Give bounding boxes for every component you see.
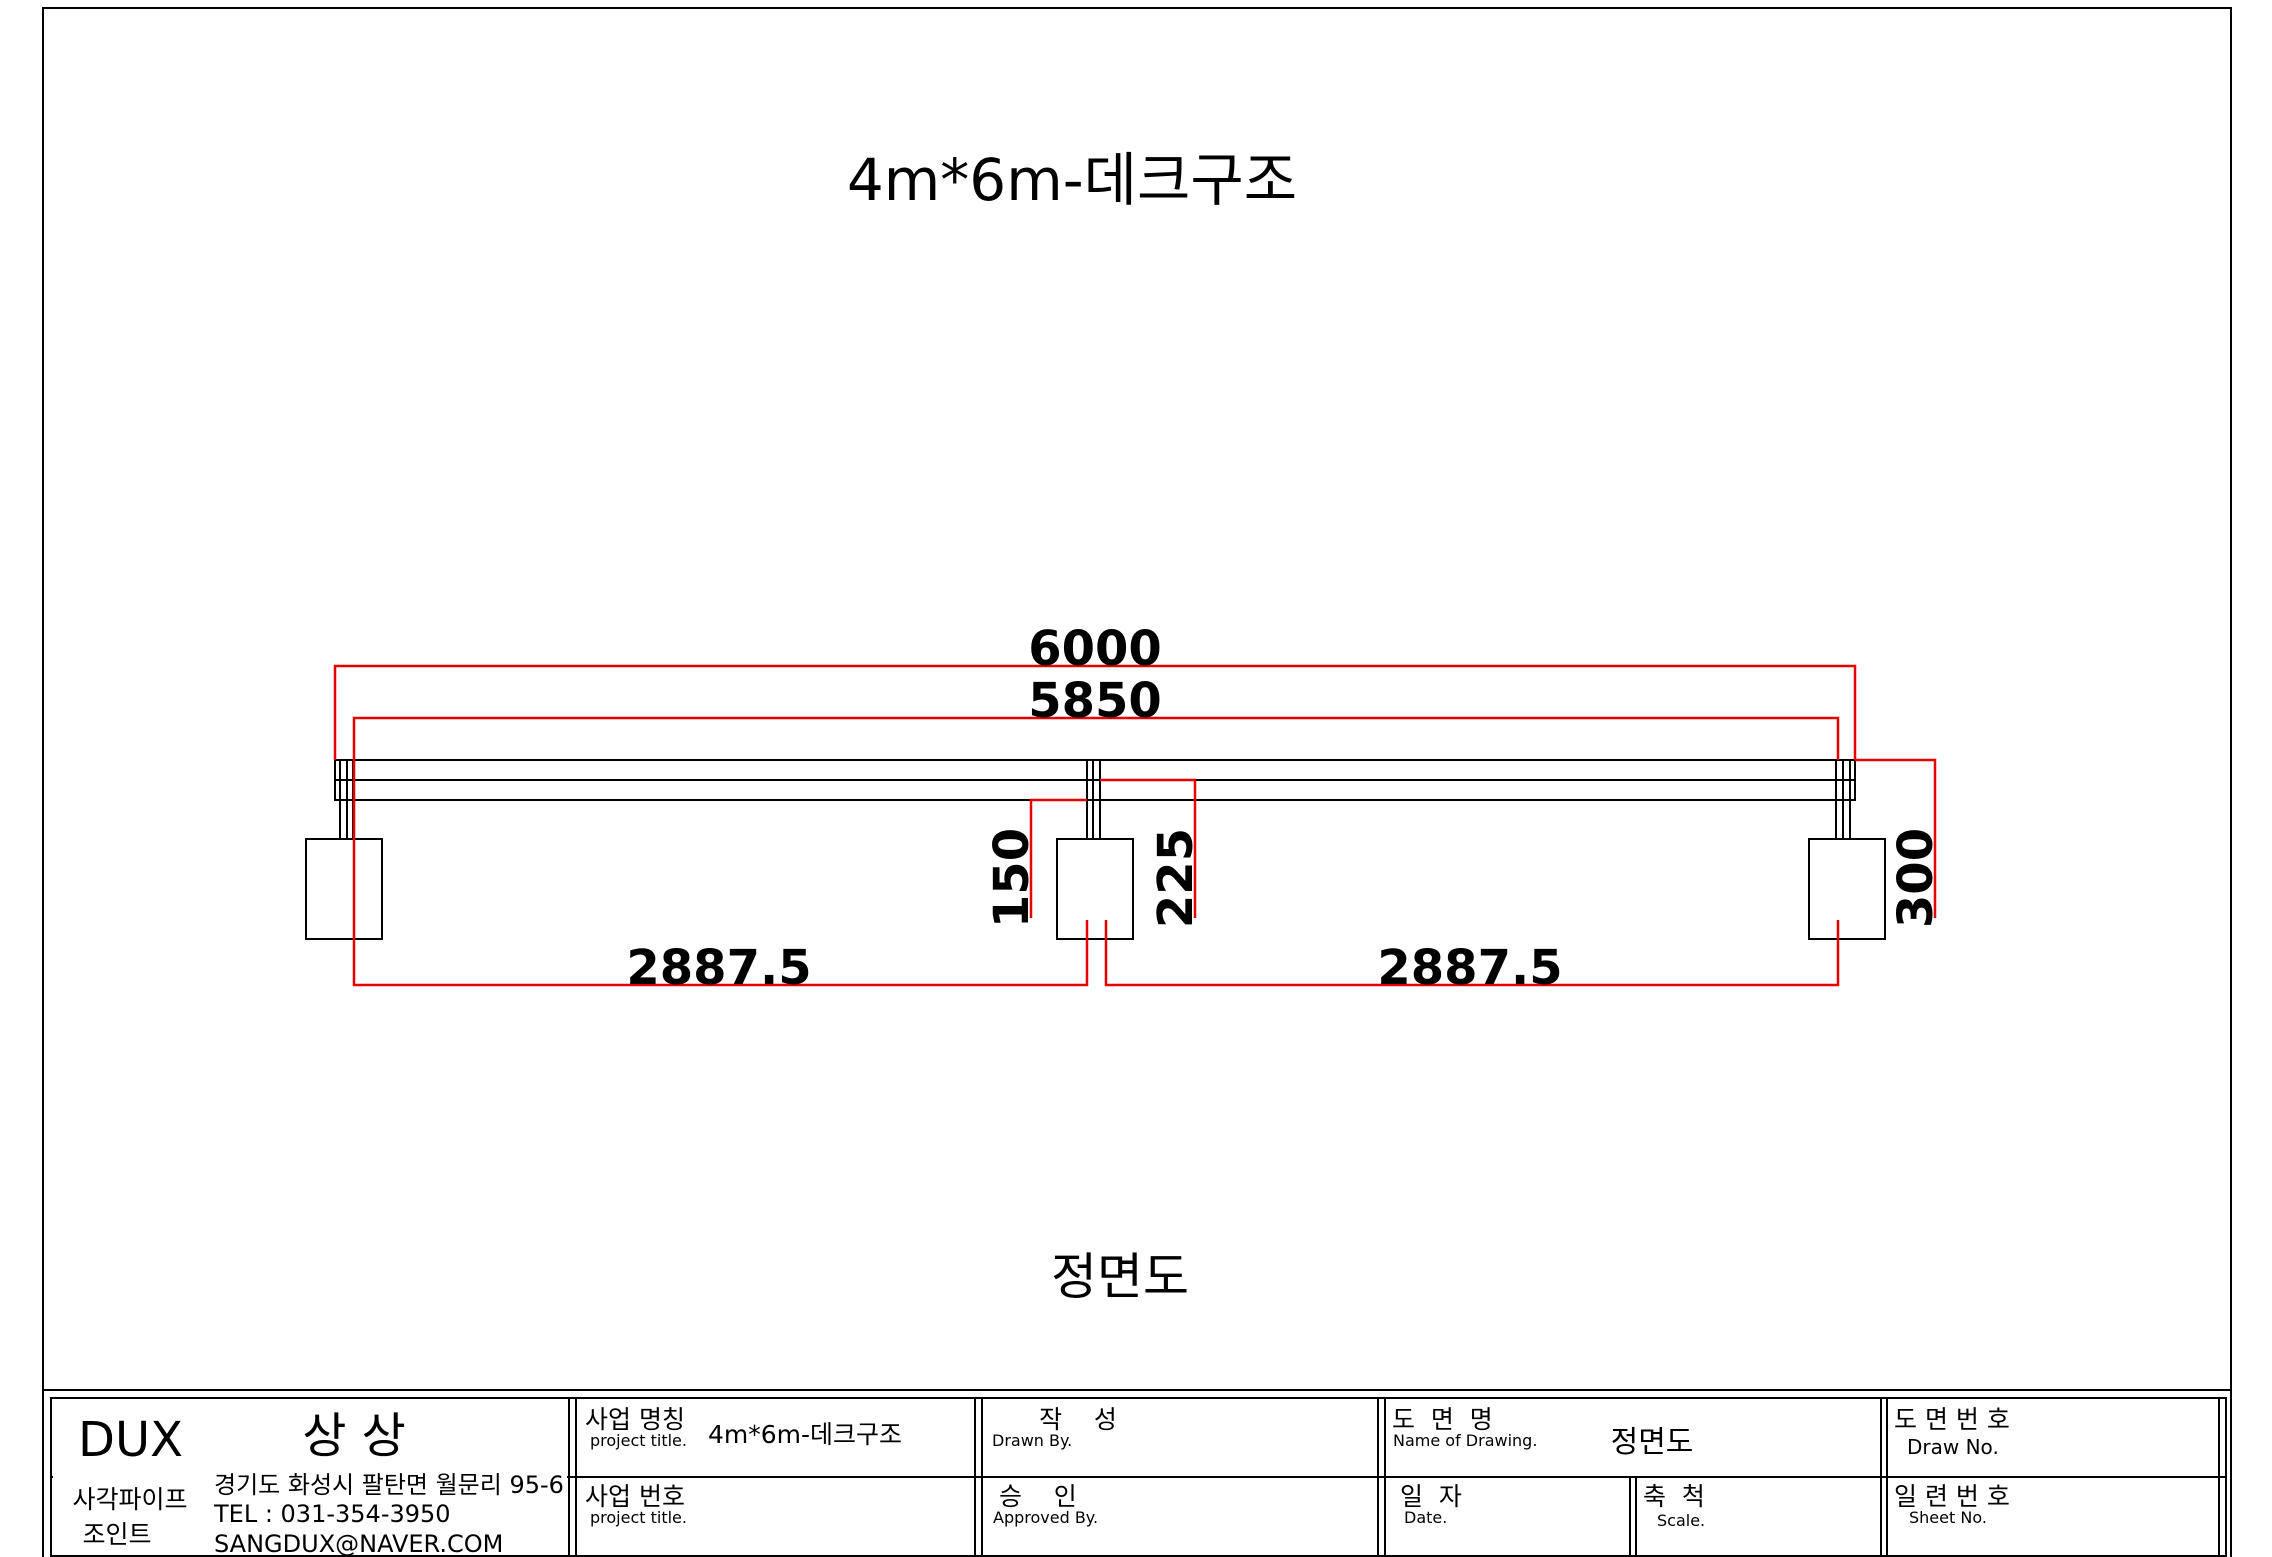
drawing-no-label: 도 면 번 호 (1894, 1405, 2010, 1434)
scale-sub: Scale. (1657, 1511, 1705, 1530)
dim-line-overall (333, 664, 1857, 760)
footing-left (305, 838, 383, 940)
drawing-no-sub: Draw No. (1907, 1435, 1999, 1459)
dim-overall: 6000 (1028, 621, 1162, 677)
date-sub: Date. (1404, 1508, 1447, 1527)
project-name-sub: project title. (590, 1431, 687, 1450)
project-no-label: 사업 번호 (585, 1482, 685, 1511)
dim-line-inner (352, 716, 1840, 920)
dim-post-right: 300 (1888, 828, 1944, 928)
company-email: SANGDUX@NAVER.COM (214, 1530, 503, 1557)
drawing-name-sub: Name of Drawing. (1393, 1431, 1537, 1450)
footing-center (1056, 838, 1134, 940)
dim-post-center: 225 (1148, 828, 1204, 928)
approved-by-sub: Approved By. (993, 1508, 1098, 1527)
company-tel: TEL : 031-354-3950 (213, 1500, 451, 1528)
drawn-by-sub: Drawn By. (992, 1431, 1072, 1450)
sheet-border (42, 7, 2232, 1557)
dim-span-left: 2887.5 (626, 940, 811, 996)
scale-label: 축 척 (1643, 1482, 1705, 1511)
drawn-by-label: 작 성 (1039, 1405, 1117, 1434)
dim-line-span-right (1104, 920, 1840, 987)
dimension-lines (333, 664, 1937, 987)
deck-structure (305, 759, 1886, 940)
dim-line-post-right (1855, 758, 1937, 918)
dim-line-span-left (352, 920, 1089, 987)
drawing-name-label: 도 면 명 (1392, 1405, 1493, 1434)
project-no-sub: project title. (590, 1508, 687, 1527)
project-name-value: 4m*6m-데크구조 (708, 1420, 902, 1449)
sheet-no-sub: Sheet No. (1909, 1508, 1987, 1527)
company-product-line1: 사각파이프 (72, 1485, 187, 1514)
sheet-no-label: 일 련 번 호 (1894, 1482, 2010, 1511)
dim-post-left: 150 (984, 828, 1040, 928)
footing-right (1808, 838, 1886, 940)
company-product-line2: 조인트 (82, 1520, 151, 1549)
dim-line-post-left (1029, 798, 1087, 918)
date-label: 일 자 (1400, 1482, 1462, 1511)
approved-by-label: 승 인 (999, 1482, 1077, 1511)
project-name-label: 사업 명칭 (585, 1405, 685, 1434)
drawing-name-value: 정면도 (1611, 1425, 1694, 1460)
company-name: 상 상 (302, 1408, 406, 1464)
company-address: 경기도 화성시 팔탄면 월문리 95-6 (214, 1471, 564, 1499)
company-brand: DUX (78, 1412, 183, 1468)
drawing-title: 4m*6m-데크구조 (847, 146, 1297, 214)
dim-line-post-center (1100, 778, 1197, 918)
dim-span-right: 2887.5 (1377, 940, 1562, 996)
view-name: 정면도 (1051, 1248, 1189, 1306)
title-block (43, 1389, 2231, 1557)
dim-inner: 5850 (1028, 673, 1162, 729)
